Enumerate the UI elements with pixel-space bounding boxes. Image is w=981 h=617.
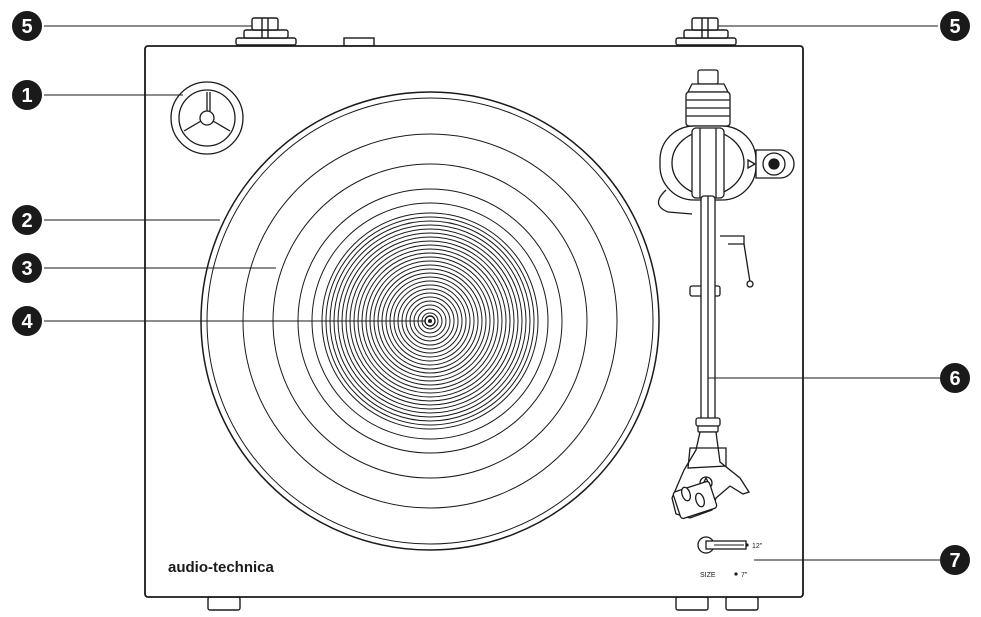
hinge-tab xyxy=(343,37,375,47)
svg-text:5: 5 xyxy=(21,16,32,38)
callout-1: 1 xyxy=(12,80,42,110)
size-dot-12 xyxy=(745,543,749,547)
foot-left xyxy=(207,596,241,611)
callout-6: 6 xyxy=(940,363,970,393)
spindle-center xyxy=(428,319,432,323)
callout-3: 3 xyxy=(12,253,42,283)
adapter-icon[interactable] xyxy=(170,81,244,155)
svg-text:1: 1 xyxy=(21,85,32,107)
svg-text:5: 5 xyxy=(949,16,960,38)
foot-right-2 xyxy=(725,596,759,611)
size-option-7: 7" xyxy=(741,572,748,579)
dust-cover-hinge-left[interactable] xyxy=(235,17,297,46)
svg-text:7: 7 xyxy=(949,550,960,572)
leader-lines xyxy=(44,25,940,561)
svg-text:2: 2 xyxy=(21,210,32,232)
size-label: SIZE xyxy=(700,572,716,579)
callout-7: 7 xyxy=(940,545,970,575)
size-selector[interactable] xyxy=(697,536,747,554)
size-dot-7 xyxy=(734,572,738,576)
feet xyxy=(207,596,759,611)
svg-text:4: 4 xyxy=(21,311,33,333)
tonearm[interactable] xyxy=(657,69,795,520)
callout-5-right: 5 xyxy=(940,11,970,41)
dust-cover-hinge-right[interactable] xyxy=(675,17,737,46)
svg-text:6: 6 xyxy=(949,368,960,390)
callout-5-left: 5 xyxy=(12,11,42,41)
counterweight[interactable] xyxy=(697,69,719,85)
size-option-12: 12" xyxy=(752,543,763,550)
svg-text:3: 3 xyxy=(21,258,32,280)
callout-4: 4 xyxy=(12,306,42,336)
brand-logo: audio-technica xyxy=(168,559,275,576)
foot-right-1 xyxy=(675,596,709,611)
callout-2: 2 xyxy=(12,205,42,235)
